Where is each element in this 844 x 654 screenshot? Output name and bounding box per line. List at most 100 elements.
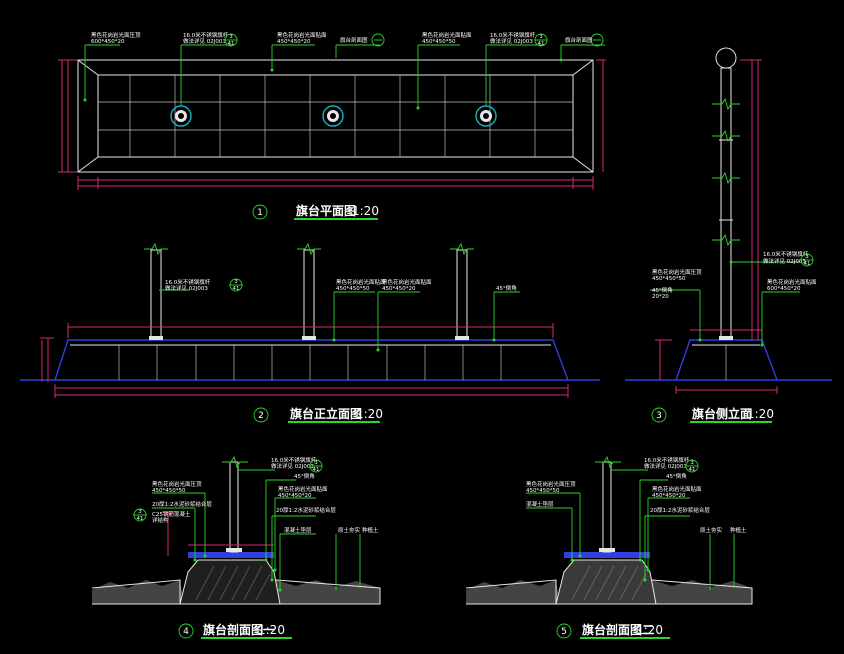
side-note-b1: 黑色花岗岩光面压顶 [652, 268, 702, 276]
front-leaders [159, 289, 520, 352]
sec2-title: 旗台剖面图二 [582, 622, 654, 637]
sec1-note-b1: 黑色花岗岩光面压顶 [152, 480, 202, 488]
sec2-note-j1: 种植土 [730, 526, 747, 534]
granite-cap [564, 552, 650, 558]
concrete-hatching [571, 565, 647, 601]
detail-callout-icon: 341 [534, 33, 548, 47]
svg-text:41: 41 [233, 286, 240, 292]
flagpole-base-1 [170, 105, 192, 127]
svg-text:3: 3 [229, 34, 233, 40]
detail-callout-icon: 341 [224, 33, 238, 47]
concrete-footing-section [179, 559, 281, 605]
pole-finial-icon [715, 47, 737, 69]
sec1-note-h1: 混凝土垫层 [284, 526, 312, 534]
sec1-scale: 1:20 [258, 623, 285, 637]
plan-note-d1: 旗台剖面图 [340, 36, 368, 44]
sec1-title: 旗台剖面图一 [203, 622, 275, 637]
flagpole-2 [302, 249, 316, 340]
detail-callout-icon: 341 [133, 508, 147, 522]
detail-callout-icon: 341 [800, 253, 814, 267]
flagpole-base-2 [322, 105, 344, 127]
plan-inner [97, 74, 574, 158]
svg-text:3: 3 [690, 460, 694, 466]
side-scale: 1:20 [747, 407, 774, 421]
sec2-note-i1: 原土夯实 [700, 526, 723, 534]
concrete-hatching [195, 565, 271, 601]
front-number: 2 [258, 411, 264, 421]
svg-text:41: 41 [689, 467, 696, 473]
svg-text:3: 3 [539, 34, 543, 40]
side-note-a2: 做法详见 02J003 [763, 257, 806, 265]
section-2-view: 黑色花岗岩光面压顶 450*450*50 混凝土垫层 16.0米不锈钢旗杆 做法… [465, 455, 753, 639]
detail-callout-icon: 341 [685, 459, 699, 473]
plan-note-b2: 做法详见 02J003 [183, 37, 226, 45]
sec2-note-f1: 混凝土垫层 [526, 500, 554, 508]
sec1-note-e1: 20厚1:2水泥砂浆结合层 [152, 500, 212, 508]
plan-note-e1: 黑色花岗岩光面贴面 [422, 31, 472, 39]
sec1-note-a1: 16.0米不锈钢旗杆 [271, 456, 317, 464]
section-1-pole [229, 461, 239, 553]
sec2-note-a1: 16.0米不锈钢旗杆 [644, 456, 690, 464]
granite-cap [188, 552, 274, 558]
view-number-circle [651, 407, 667, 423]
plan-view: 黑色花岗岩光面压顶 600*450*20 16.0米不锈钢旗杆 做法详见 02J… [58, 31, 606, 220]
sec1-note-d1: 黑色花岗岩光面贴面 [278, 485, 328, 493]
sec1-note-g1: 20厚1:2水泥砂浆结合层 [276, 506, 336, 514]
side-note-b2: 450*450*50 [652, 276, 686, 282]
view-number-circle [178, 623, 194, 639]
front-note-b2: 450*450*50 [336, 286, 370, 292]
sec2-note-g1: 20厚1:2水泥砂浆结合层 [650, 506, 710, 514]
plan-note-f2: 做法详见 02J003 [490, 37, 533, 45]
side-title: 旗台侧立面 [692, 406, 752, 421]
plan-note-a2: 600*450*20 [91, 39, 125, 45]
sec2-note-d1: 黑色花岗岩光面贴面 [652, 485, 702, 493]
side-leaders [650, 260, 800, 347]
concrete-footing-section [555, 559, 657, 605]
detail-callout-icon: 341 [309, 459, 323, 473]
section-mark-icon [590, 33, 604, 47]
svg-text:3: 3 [234, 279, 238, 285]
front-scale: 1:20 [356, 407, 383, 421]
plan-number: 1 [257, 208, 263, 218]
svg-text:3: 3 [138, 509, 142, 515]
view-number-circle [556, 623, 572, 639]
detail-callout-icon: 341 [229, 278, 243, 292]
front-note-d1: 45°倒角 [496, 284, 517, 292]
front-title: 旗台正立面图 [290, 406, 362, 421]
sec2-note-b1: 黑色花岗岩光面压顶 [526, 480, 576, 488]
svg-text:3: 3 [805, 254, 809, 260]
sec1-number: 4 [183, 627, 189, 637]
plan-title: 旗台平面图 [296, 203, 356, 218]
plan-note-e2: 450*450*50 [422, 39, 456, 45]
plan-note-c2: 450*450*20 [277, 39, 311, 45]
sec1-note-i1: 原土夯实 [338, 526, 361, 534]
side-number: 3 [656, 411, 662, 421]
plan-leaders [83, 44, 605, 110]
pole-break-marks [144, 242, 474, 256]
svg-text:41: 41 [538, 41, 545, 47]
front-cladding-joints [118, 345, 502, 380]
front-note-c1: 黑色花岗岩光面贴面 [382, 278, 432, 286]
sec1-note-c1: 45°倒角 [294, 472, 315, 480]
flagpole-base-3 [475, 105, 497, 127]
platform-blue-outline [54, 339, 569, 381]
front-note-b1: 黑色花岗岩光面贴面 [336, 278, 386, 286]
side-note-a1: 16.0米不锈钢旗杆 [763, 250, 809, 258]
sec1-note-j1: 种植土 [362, 526, 379, 534]
section-mark-icon [371, 33, 385, 47]
sec2-number: 5 [561, 627, 567, 637]
section-1-leaders [152, 469, 361, 592]
sec1-note-f1: C25钢筋混凝土 [152, 510, 191, 518]
front-note-a2: 做法详见 02J003 [165, 284, 208, 292]
front-note-c2: 450*450*20 [382, 286, 416, 292]
svg-text:3: 3 [314, 460, 318, 466]
side-break-marks [712, 97, 740, 247]
plan-dimensions [58, 59, 606, 190]
plan-note-b1: 16.0米不锈钢旗杆 [183, 31, 229, 39]
flagpole-3 [455, 249, 469, 340]
side-note-c1: 黑色花岗岩光面贴面 [767, 278, 817, 286]
plan-outline [77, 59, 594, 173]
flagpole-1 [149, 249, 163, 340]
